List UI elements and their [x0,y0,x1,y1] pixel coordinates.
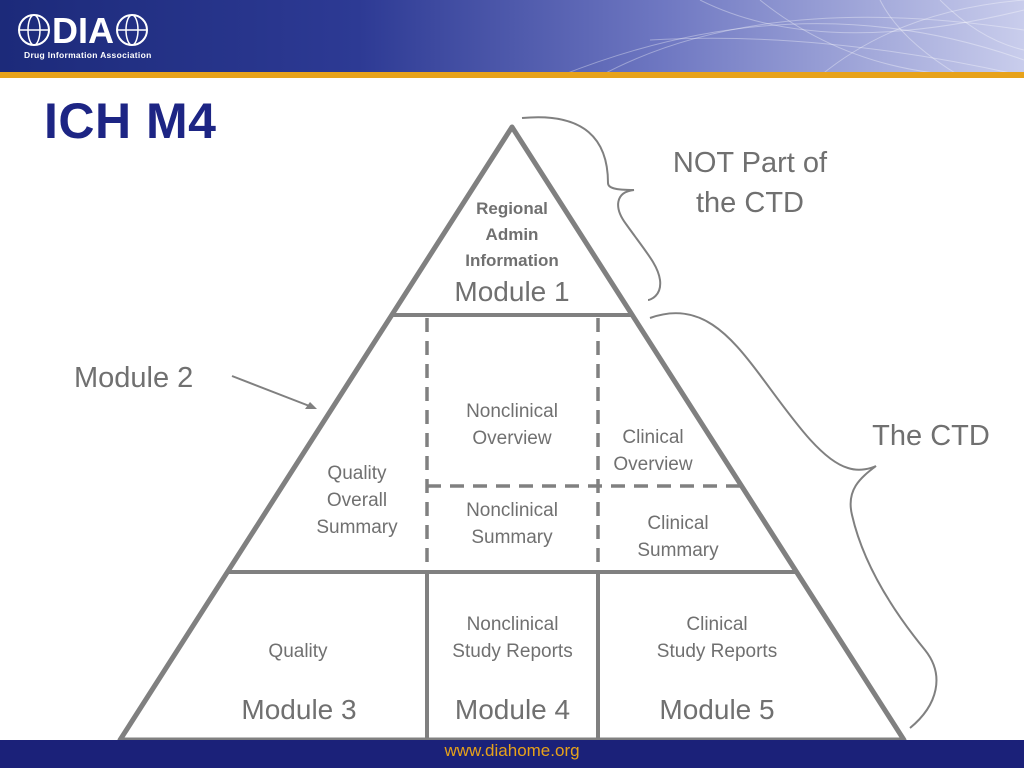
globe-lines-decoration [559,0,1024,76]
the-ctd-label: The CTD [872,420,990,452]
module2-callout-label: Module 2 [74,362,194,394]
clinical-overview: Clinical Overview [613,427,693,475]
footer-url-link[interactable]: www.diahome.org [444,741,580,760]
module5-label: Module 5 [659,694,775,725]
module3-label: Module 3 [241,694,357,725]
module4-description: Nonclinical Study Reports [452,614,573,662]
footer-bar: www.diahome.org [0,740,1024,768]
not-ctd-brace [521,116,662,301]
header-accent-line [0,72,1024,78]
the-ctd-brace [649,312,938,729]
clinical-summary: Clinical Summary [637,513,719,561]
module5-description: Clinical Study Reports [656,614,778,662]
nonclinical-summary: Nonclinical Summary [466,500,558,548]
header-banner: DIA Drug Information Association [0,0,1024,76]
module4-label: Module 4 [454,694,571,725]
quality-overall-summary: Quality Overall Summary [316,463,398,538]
arrow-head-icon [305,402,317,409]
module3-description: Quality [268,641,328,662]
dia-logo[interactable]: DIA Drug Information Association [14,10,154,68]
logo-mark-text: DIA [52,10,114,50]
globe-icon: DIA [18,10,148,50]
module1-description: Regional Admin Information [465,199,559,270]
module2-callout-arrow [231,375,313,408]
logo-subtitle: Drug Information Association [24,50,152,60]
nonclinical-overview: Nonclinical Overview [466,401,558,449]
module1-label: Module 1 [454,276,570,307]
not-ctd-label: NOT Part of the CTD [672,147,828,219]
page-title: ICH M4 [44,93,217,149]
